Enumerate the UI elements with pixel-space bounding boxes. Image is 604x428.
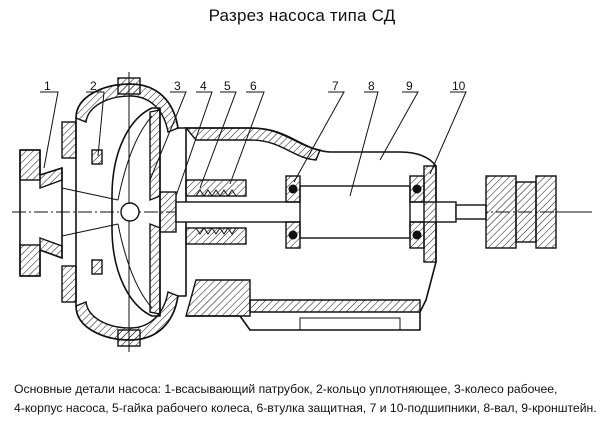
bearing-7 xyxy=(285,175,301,249)
part-label-3: 3 xyxy=(174,79,181,93)
caption-line-1: Основные детали насоса: 1-всасывающий па… xyxy=(14,382,558,396)
part-label-6: 6 xyxy=(250,79,257,93)
impeller-nut xyxy=(159,191,177,233)
suction-nozzle xyxy=(19,121,119,303)
part-label-5: 5 xyxy=(224,79,231,93)
pump-cross-section-drawing: 1 2 3 4 5 6 7 8 9 10 xyxy=(12,72,592,352)
coupling xyxy=(485,175,592,249)
shaft xyxy=(175,185,487,239)
part-label-8: 8 xyxy=(368,79,375,93)
sealing-ring-lower xyxy=(91,259,103,275)
impeller xyxy=(111,107,161,317)
sealing-ring xyxy=(91,149,103,165)
parts-caption: Основные детали насоса: 1-всасывающий па… xyxy=(14,380,604,418)
part-label-1: 1 xyxy=(44,79,51,93)
part-label-9: 9 xyxy=(406,79,413,93)
part-label-10: 10 xyxy=(452,79,466,93)
part-label-4: 4 xyxy=(200,79,207,93)
part-leader-lines xyxy=(40,91,467,197)
caption-line-2: 4-корпус насоса, 5-гайка рабочего колеса… xyxy=(14,401,597,415)
part-label-2: 2 xyxy=(90,79,97,93)
diagram-title: Разрез насоса типа СД xyxy=(208,6,396,25)
part-label-7: 7 xyxy=(332,79,339,93)
bearing-10 xyxy=(409,165,437,263)
